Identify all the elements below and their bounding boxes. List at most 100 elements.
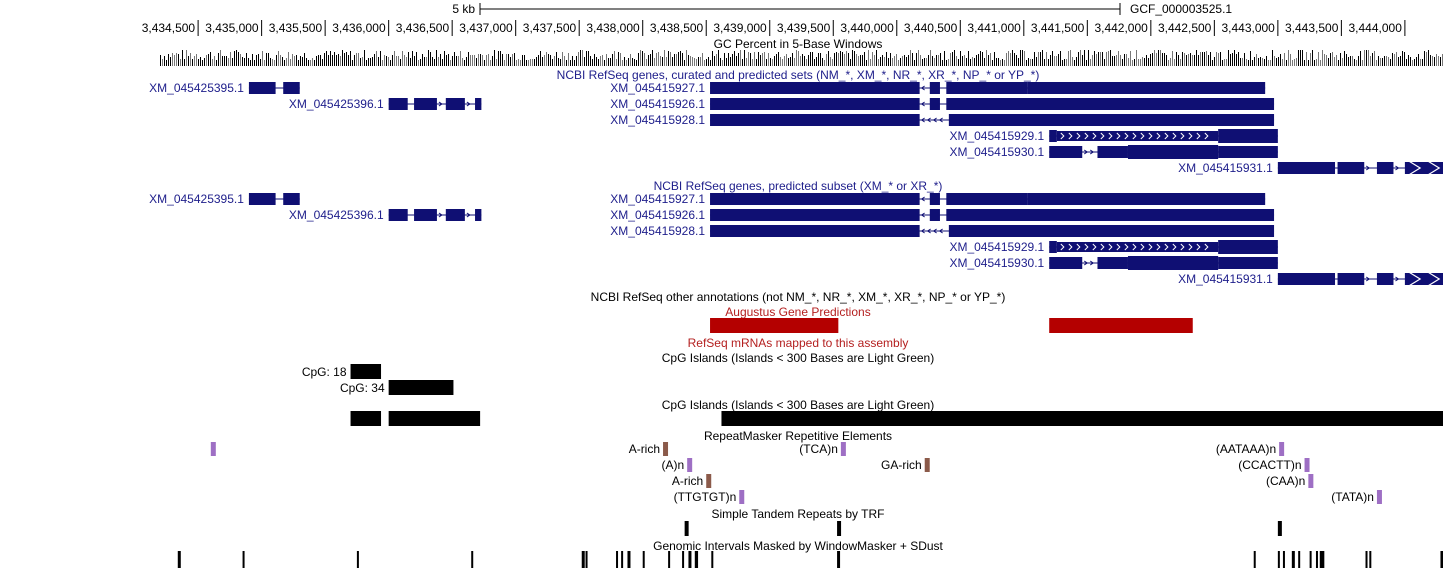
- gene-exon: [388, 209, 408, 221]
- gene-direction-chevron: [926, 228, 931, 234]
- gc-bar: [716, 54, 717, 66]
- cpg-dense-block: [350, 411, 382, 426]
- gc-bar: [444, 51, 445, 66]
- gc-bar: [682, 53, 683, 66]
- gene-xm_045415931-1[interactable]: XM_045415931.1: [1178, 160, 1443, 176]
- gc-bar: [1268, 60, 1269, 66]
- windowmasker-interval: [471, 551, 474, 568]
- gene-xm_045415928-1[interactable]: XM_045415928.1: [610, 113, 1275, 127]
- windowmasker-interval: [242, 551, 245, 568]
- gc-bar: [1164, 53, 1165, 66]
- gc-bar: [1314, 60, 1315, 66]
- gene-direction-chevron: [1164, 243, 1169, 251]
- gc-bar: [302, 57, 303, 66]
- gc-bar: [540, 51, 541, 66]
- gc-bar: [344, 53, 345, 66]
- gc-bar: [1190, 53, 1191, 66]
- gc-bar: [256, 55, 257, 66]
- trf-track-title[interactable]: Simple Tandem Repeats by TRF: [712, 507, 885, 521]
- refseq-predicted-genes[interactable]: XM_045425395.1XM_045425396.1 XM_045415927…: [149, 192, 1443, 287]
- augustus-predictions[interactable]: [710, 318, 1193, 333]
- windowmasker-interval: [1309, 551, 1312, 568]
- gc-bar: [644, 53, 645, 66]
- refseq-mrna-track-title[interactable]: RefSeq mRNAs mapped to this assembly: [688, 336, 909, 350]
- gc-bar: [672, 57, 673, 66]
- gc-bar: [752, 59, 753, 66]
- gc-bar: [1412, 60, 1413, 66]
- gc-bar: [268, 53, 269, 66]
- repeatmasker-track-title[interactable]: RepeatMasker Repetitive Elements: [704, 429, 892, 443]
- gc-bar: [432, 57, 433, 66]
- gc-bar: [706, 59, 707, 66]
- gc-bar: [1040, 52, 1041, 66]
- gc-bar: [542, 57, 543, 66]
- gc-bar: [554, 56, 555, 66]
- refseq-predicted-track-title[interactable]: NCBI RefSeq genes, predicted subset (XM_…: [654, 179, 943, 193]
- gene-exon: [1127, 145, 1219, 159]
- refseq-all-track-title[interactable]: NCBI RefSeq genes, curated and predicted…: [557, 68, 1040, 82]
- gc-bar: [624, 57, 625, 66]
- gene-xm_045415929-1[interactable]: XM_045415929.1: [949, 240, 1278, 254]
- gc-percent-track[interactable]: GC Percent in 5-Base Windows: [160, 37, 1443, 66]
- trf-repeats[interactable]: [684, 521, 1282, 536]
- gene-xm_045415930-1[interactable]: XM_045415930.1: [949, 256, 1278, 270]
- gene-exon: [1218, 257, 1278, 269]
- ruler-tick-label: 3,435,000: [205, 21, 259, 35]
- gc-bar: [1006, 53, 1007, 66]
- refseq-other-track-title[interactable]: NCBI RefSeq other annotations (not NM_*,…: [591, 290, 1006, 304]
- gc-bar: [690, 56, 691, 66]
- gene-xm_045425395-1[interactable]: XM_045425395.1: [149, 192, 300, 206]
- gc-bar: [296, 55, 297, 66]
- gc-bar: [174, 55, 175, 66]
- gene-direction-chevron: [1132, 243, 1137, 251]
- gene-xm_045415926-1[interactable]: XM_045415926.1: [610, 97, 1275, 111]
- gc-bar: [1176, 52, 1177, 66]
- augustus-track-title[interactable]: Augustus Gene Predictions: [725, 305, 870, 319]
- gc-bar: [226, 56, 227, 66]
- gc-bar: [372, 57, 373, 66]
- gene-xm_045415929-1[interactable]: XM_045415929.1: [949, 129, 1278, 143]
- gc-bar: [1266, 56, 1267, 66]
- gene-xm_045415927-1[interactable]: XM_045415927.1: [610, 81, 1266, 95]
- gene-xm_045415928-1[interactable]: XM_045415928.1: [610, 224, 1275, 238]
- gc-bar: [1092, 55, 1093, 66]
- windowmasker-intervals[interactable]: [177, 551, 1443, 568]
- gc-bar: [1394, 54, 1395, 66]
- windowmasker-interval: [585, 551, 588, 568]
- gc-bar: [454, 52, 455, 66]
- cpg-track-title-1[interactable]: CpG Islands (Islands < 300 Bases are Lig…: [662, 351, 934, 365]
- gene-xm_045425395-1[interactable]: XM_045425395.1: [149, 81, 300, 95]
- gene-xm_045415927-1[interactable]: XM_045415927.1: [610, 192, 1266, 206]
- refseq-all-genes[interactable]: XM_045425395.1XM_045425396.1 XM_045415927…: [149, 81, 1443, 176]
- cpg-track-title-2[interactable]: CpG Islands (Islands < 300 Bases are Lig…: [662, 398, 934, 412]
- gc-bar: [1250, 51, 1251, 66]
- gc-bar: [1328, 58, 1329, 66]
- gc-bar: [282, 57, 283, 66]
- gene-exon: [1049, 130, 1057, 142]
- gene-xm_045425396-1[interactable]: XM_045425396.1: [289, 97, 482, 111]
- gene-direction-chevron: [932, 228, 937, 234]
- gc-bar: [1288, 50, 1289, 66]
- cpg-dense-block: [721, 411, 1443, 426]
- gene-xm_045415930-1[interactable]: XM_045415930.1: [949, 145, 1278, 159]
- gc-bar: [202, 60, 203, 66]
- cpg-island-dense[interactable]: [350, 411, 1443, 426]
- gc-bar: [590, 56, 591, 66]
- gene-xm_045425396-1[interactable]: XM_045425396.1: [289, 208, 482, 222]
- gene-direction-chevron: [1204, 132, 1209, 140]
- gc-bar: [1082, 55, 1083, 66]
- gc-bar: [828, 51, 829, 66]
- gene-xm_045415926-1[interactable]: XM_045415926.1: [610, 208, 1275, 222]
- gc-bar: [684, 60, 685, 66]
- gene-xm_045415931-1[interactable]: XM_045415931.1: [1178, 271, 1443, 287]
- gc-bar: [386, 56, 387, 66]
- gene-direction-chevron: [1068, 132, 1073, 140]
- gc-bar: [396, 56, 397, 66]
- ruler-tick-label: 3,438,500: [650, 21, 704, 35]
- windowmasker-track-title[interactable]: Genomic Intervals Masked by WindowMasker…: [653, 539, 943, 553]
- gc-bar: [450, 60, 451, 66]
